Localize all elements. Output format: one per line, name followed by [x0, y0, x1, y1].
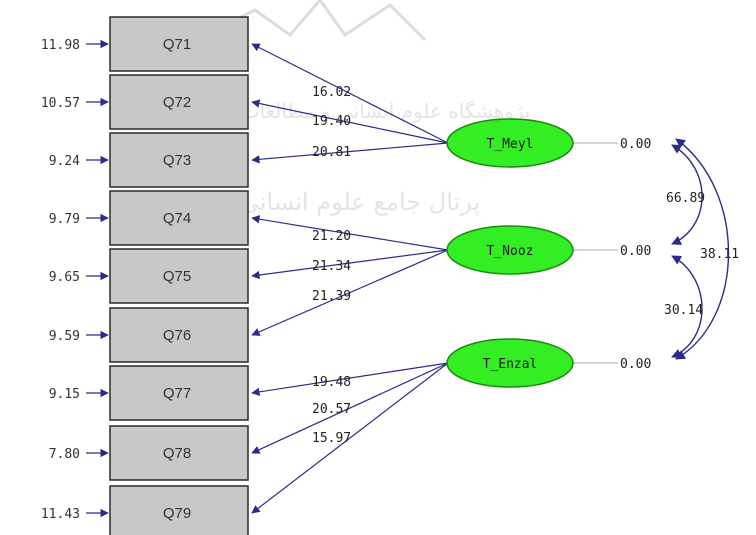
loading-q72: 19.40 — [251, 99, 449, 144]
observed-q73: Q73 9.24 — [49, 132, 249, 188]
observed-box — [109, 190, 249, 246]
loading-arrow — [251, 142, 449, 164]
latent-variance-label: 0.00 — [620, 137, 651, 152]
loading-q75: 21.34 — [251, 249, 449, 280]
observed-box — [109, 485, 249, 535]
error-variance-label: 11.43 — [41, 507, 80, 522]
observed-box — [109, 365, 249, 421]
error-variance-label: 9.79 — [49, 212, 80, 227]
latent-t_meyl: T_Meyl 0.00 — [446, 118, 651, 168]
observed-label: Q75 — [163, 268, 191, 285]
observed-q71: Q71 11.98 — [41, 16, 249, 72]
observed-box — [109, 248, 249, 304]
latent-label: T_Nooz — [487, 244, 534, 259]
observed-box — [109, 16, 249, 72]
loading-q79: 15.97 — [251, 362, 449, 514]
observed-q79: Q79 11.43 — [41, 485, 249, 535]
correlation-label: 38.11 — [700, 247, 739, 262]
loading-arrow — [251, 362, 449, 514]
observed-label: Q77 — [163, 385, 191, 402]
loading-coefficient: 19.48 — [312, 375, 351, 390]
loading-arrow — [251, 215, 449, 251]
latent-t_enzal: T_Enzal 0.00 — [446, 338, 651, 388]
loading-coefficient: 21.34 — [312, 259, 351, 274]
observed-box — [109, 132, 249, 188]
loading-q73: 20.81 — [251, 142, 449, 164]
correlation-label: 66.89 — [666, 191, 705, 206]
observed-q75: Q75 9.65 — [49, 248, 249, 304]
latent-ellipse — [446, 118, 574, 168]
loading-coefficient: 20.57 — [312, 402, 351, 417]
latent-label: T_Meyl — [487, 137, 534, 152]
correlation-label: 30.14 — [664, 303, 703, 318]
loading-arrow — [251, 362, 449, 397]
error-variance-label: 11.98 — [41, 38, 80, 53]
latent-variance-label: 0.00 — [620, 244, 651, 259]
observed-q77: Q77 9.15 — [49, 365, 249, 421]
observed-q76: Q76 9.59 — [49, 307, 249, 363]
latent-ellipse — [446, 225, 574, 275]
loading-arrow — [251, 99, 449, 144]
observed-label: Q78 — [163, 445, 191, 462]
loading-arrow — [251, 362, 449, 454]
loading-coefficient: 21.20 — [312, 229, 351, 244]
correlation-t_meyl-t_enzal: 38.11 — [675, 138, 739, 360]
loading-q76: 21.39 — [251, 249, 449, 336]
latent-label: T_Enzal — [483, 357, 538, 372]
observed-label: Q71 — [163, 36, 191, 53]
loading-coefficient: 15.97 — [312, 431, 351, 446]
observed-label: Q72 — [163, 94, 191, 111]
error-variance-label: 9.24 — [49, 154, 80, 169]
loading-coefficient: 19.40 — [312, 114, 351, 129]
loading-arrow — [251, 249, 449, 336]
correlation-t_meyl-t_nooz: 66.89 — [666, 144, 705, 245]
loading-arrow — [251, 43, 449, 144]
correlation-arc — [671, 255, 703, 359]
error-variance-label: 9.15 — [49, 387, 80, 402]
watermark-line2: پرتال جامع علوم انسانی — [240, 188, 480, 216]
loading-arrow — [251, 249, 449, 280]
loading-q77: 19.48 — [251, 362, 449, 397]
observed-label: Q79 — [163, 505, 191, 522]
watermark-logo-icon — [214, 0, 427, 42]
observed-box — [109, 307, 249, 363]
latent-t_nooz: T_Nooz 0.00 — [446, 225, 651, 275]
error-variance-label: 10.57 — [41, 96, 80, 111]
loading-q78: 20.57 — [251, 362, 449, 454]
observed-q78: Q78 7.80 — [49, 425, 249, 481]
observed-label: Q76 — [163, 327, 191, 344]
error-variance-label: 9.65 — [49, 270, 80, 285]
error-variance-label: 7.80 — [49, 447, 80, 462]
error-variance-label: 9.59 — [49, 329, 80, 344]
loading-q71: 16.02 — [251, 43, 449, 144]
correlation-arc — [675, 138, 730, 360]
correlation-t_nooz-t_enzal: 30.14 — [664, 255, 703, 359]
latent-ellipse — [446, 338, 574, 388]
observed-q74: Q74 9.79 — [49, 190, 249, 246]
loading-q74: 21.20 — [251, 215, 449, 251]
latent-variance-label: 0.00 — [620, 357, 651, 372]
loading-coefficient: 21.39 — [312, 289, 351, 304]
observed-box — [109, 74, 249, 130]
loading-coefficient: 20.81 — [312, 145, 351, 160]
observed-label: Q73 — [163, 152, 191, 169]
observed-label: Q74 — [163, 210, 191, 227]
loading-coefficient: 16.02 — [312, 85, 351, 100]
observed-q72: Q72 10.57 — [41, 74, 249, 130]
observed-box — [109, 425, 249, 481]
